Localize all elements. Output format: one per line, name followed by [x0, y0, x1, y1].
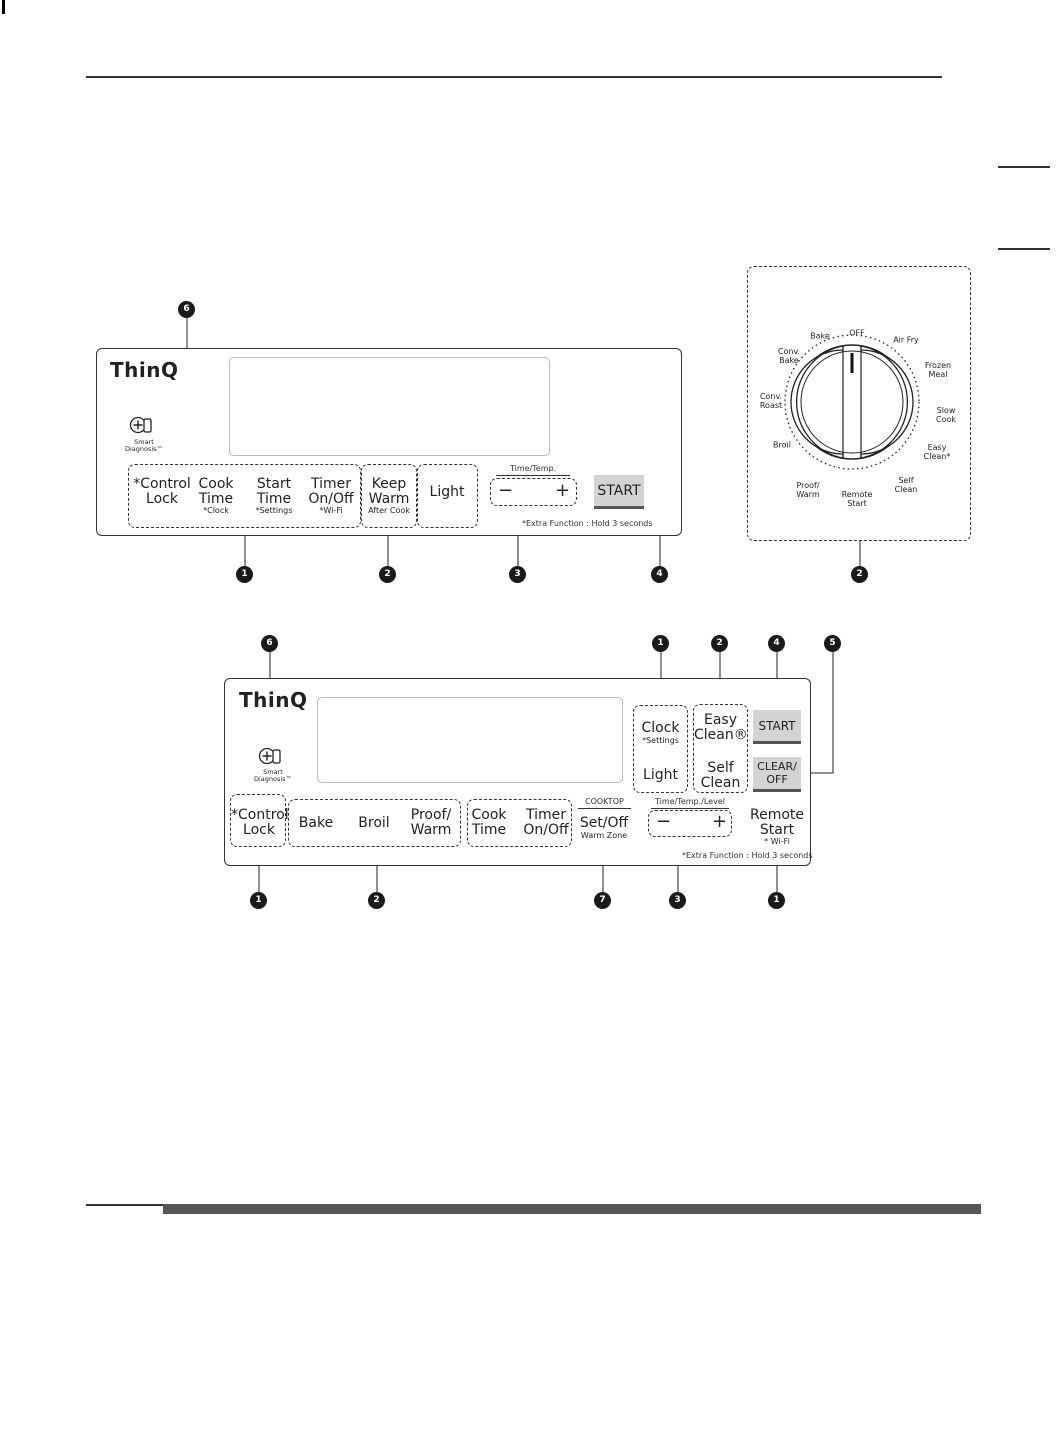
callout-5-clear-off: 5 [824, 635, 841, 652]
start-button-2[interactable]: START [753, 710, 801, 744]
mode-dial-panel [747, 266, 971, 541]
timer-button[interactable]: Timer On/Off *Wi-Fi [308, 476, 354, 516]
callout-6: 6 [178, 301, 195, 318]
callout-3: 3 [509, 566, 526, 583]
mode-dial-knob[interactable] [782, 332, 922, 472]
time-group [467, 799, 572, 847]
time-temp-overline [496, 475, 570, 476]
plus-button-2[interactable]: + [712, 811, 728, 832]
callout-2-easy-clean: 2 [711, 635, 728, 652]
dial-label-conv-roast: Conv.Roast [759, 392, 783, 410]
easy-clean-button[interactable]: Easy Clean® [694, 712, 748, 743]
cook-mode-group [288, 799, 461, 847]
minus-button[interactable]: − [498, 480, 514, 501]
bake-button[interactable]: Bake [298, 815, 334, 831]
dial-label-broil: Broil [773, 440, 791, 450]
extra-function-note-2: *Extra Function : Hold 3 seconds [682, 851, 813, 860]
corner-mark [2, 0, 5, 14]
keep-warm-group [361, 464, 417, 528]
control-lock-button-2[interactable]: *Control Lock [231, 807, 289, 838]
thinq-logo: ThinQ [110, 358, 179, 382]
control-lock-button[interactable]: *Control Lock [133, 476, 191, 507]
callout-4: 4 [651, 566, 668, 583]
set-off-button[interactable]: Set/Off Warm Zone [579, 815, 629, 840]
time-temp-level-group [648, 810, 732, 837]
side-tab-mark-bottom [998, 248, 1050, 250]
callout-2: 2 [379, 566, 396, 583]
callout-1-remote-start: 1 [768, 892, 785, 909]
light-button-2[interactable]: Light [643, 767, 678, 783]
broil-button[interactable]: Broil [358, 815, 390, 831]
time-temp-label: Time/Temp. [510, 464, 557, 473]
clear-off-button[interactable]: CLEAR/OFF [753, 757, 801, 792]
bottom-thick-bar [163, 1204, 981, 1214]
smart-diagnosis-icon[interactable] [129, 414, 155, 436]
dial-label-conv-bake: Conv.Bake [777, 347, 801, 365]
callout-3-time-temp: 3 [669, 892, 686, 909]
dial-label-bake: Bake [810, 331, 830, 341]
callout-1-control-lock: 1 [250, 892, 267, 909]
time-temp-level-label: Time/Temp./Level [655, 797, 725, 806]
clock-light-group [633, 705, 688, 793]
control-panel-1 [96, 348, 682, 536]
key-group-1 [128, 464, 361, 528]
callout-7-set-off: 7 [594, 892, 611, 909]
callout-1-clock: 1 [652, 635, 669, 652]
callout-1: 1 [236, 566, 253, 583]
control-lock-group [230, 794, 286, 847]
smart-diagnosis-icon-2[interactable] [258, 745, 284, 767]
cook-time-button-2[interactable]: Cook Time [471, 807, 507, 838]
callout-4-start: 4 [768, 635, 785, 652]
callout-6-p2: 6 [261, 635, 278, 652]
side-tab-mark-top [998, 166, 1050, 168]
cooktop-overline [578, 808, 631, 809]
plus-button[interactable]: + [555, 480, 571, 501]
control-panel-2 [224, 678, 811, 866]
dial-label-off: OFF [849, 328, 865, 338]
dial-label-proof-warm: Proof/Warm [796, 481, 820, 499]
thinq-logo-2: ThinQ [239, 688, 308, 712]
callout-2-dial: 2 [851, 566, 868, 583]
time-temp-group [490, 478, 577, 506]
light-group [417, 464, 478, 528]
cooktop-label: COOKTOP [585, 797, 624, 806]
remote-start-button[interactable]: Remote Start * Wi-Fi [749, 807, 805, 847]
display-window-2 [317, 697, 623, 783]
light-button[interactable]: Light [429, 484, 465, 500]
callout-2-bake-group: 2 [368, 892, 385, 909]
keep-warm-button[interactable]: Keep Warm After Cook [368, 476, 410, 516]
start-time-button[interactable]: Start Time *Settings [255, 476, 293, 516]
extra-function-note: *Extra Function : Hold 3 seconds [522, 519, 653, 528]
start-button[interactable]: START [594, 475, 644, 509]
timer-button-2[interactable]: Timer On/Off [523, 807, 569, 838]
bottom-thin-rule [86, 1204, 166, 1206]
clock-button[interactable]: Clock *Settings [641, 720, 680, 745]
display-window [229, 357, 550, 456]
top-rule [86, 76, 942, 78]
cook-time-button[interactable]: Cook Time *Clock [198, 476, 234, 516]
proof-warm-button[interactable]: Proof/ Warm [410, 807, 452, 838]
dial-label-air-fry: Air Fry [893, 335, 919, 345]
minus-button-2[interactable]: − [656, 811, 672, 832]
clean-group [693, 704, 748, 793]
self-clean-button[interactable]: Self Clean [700, 760, 741, 791]
time-temp-level-overline [651, 808, 729, 809]
